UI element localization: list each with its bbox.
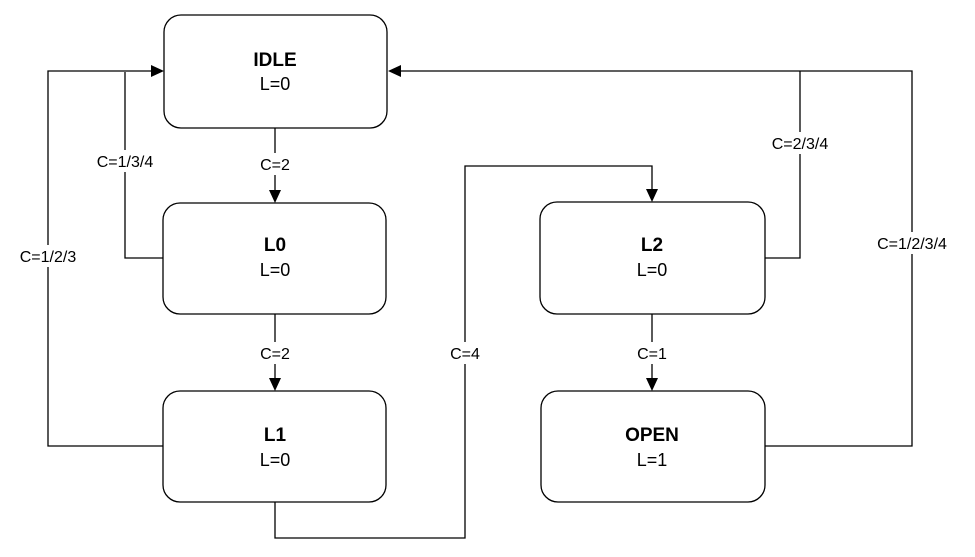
edge-l0-idle bbox=[124, 72, 163, 259]
arrowhead-l2-open bbox=[646, 378, 658, 391]
state-idle-name: IDLE bbox=[253, 50, 296, 71]
state-l2[interactable]: L2 L=0 bbox=[539, 201, 766, 315]
label-l2-idle: C=2/3/4 bbox=[772, 136, 829, 153]
label-idle-l0: C=2 bbox=[260, 157, 290, 174]
state-l2-name: L2 bbox=[641, 235, 663, 256]
state-l2-output: L=0 bbox=[637, 260, 668, 280]
label-l1-l2: C=4 bbox=[450, 346, 480, 363]
state-l1-box[interactable] bbox=[162, 390, 387, 503]
state-l0[interactable]: L0 L=0 bbox=[162, 202, 387, 315]
arrowhead-l1-l2 bbox=[646, 189, 658, 202]
state-l1-name: L1 bbox=[264, 425, 287, 446]
state-open-name: OPEN bbox=[625, 425, 679, 446]
state-l0-box[interactable] bbox=[162, 202, 387, 315]
state-l2-box[interactable] bbox=[539, 201, 766, 315]
arrowhead-l0-l1 bbox=[269, 378, 281, 391]
label-l0-l1: C=2 bbox=[260, 346, 290, 363]
arrowhead-into-idle-right bbox=[388, 65, 401, 77]
state-open[interactable]: OPEN L=1 bbox=[540, 390, 766, 503]
label-l0-idle: C=1/3/4 bbox=[97, 154, 154, 171]
state-l1-output: L=0 bbox=[260, 450, 291, 470]
edge-l2-idle bbox=[765, 71, 801, 259]
label-l1-idle: C=1/2/3 bbox=[20, 249, 77, 266]
edge-open-idle bbox=[399, 70, 913, 447]
transition-labels: C=2 C=2 C=1/3/4 C=1/2/3 C=4 C=1 C=2/3/4 … bbox=[10, 132, 960, 364]
state-l0-name: L0 bbox=[264, 235, 286, 256]
arrowhead-idle-l0 bbox=[269, 190, 281, 203]
label-open-idle: C=1/2/3/4 bbox=[877, 236, 947, 253]
state-l1[interactable]: L1 L=0 bbox=[162, 390, 387, 503]
state-open-box[interactable] bbox=[540, 390, 766, 503]
label-l2-open: C=1 bbox=[637, 346, 667, 363]
state-idle[interactable]: IDLE L=0 bbox=[163, 14, 388, 129]
state-idle-box[interactable] bbox=[163, 14, 388, 129]
arrowhead-into-idle-left bbox=[151, 65, 164, 77]
state-idle-output: L=0 bbox=[260, 74, 291, 94]
state-l0-output: L=0 bbox=[260, 260, 291, 280]
state-open-output: L=1 bbox=[637, 450, 668, 470]
